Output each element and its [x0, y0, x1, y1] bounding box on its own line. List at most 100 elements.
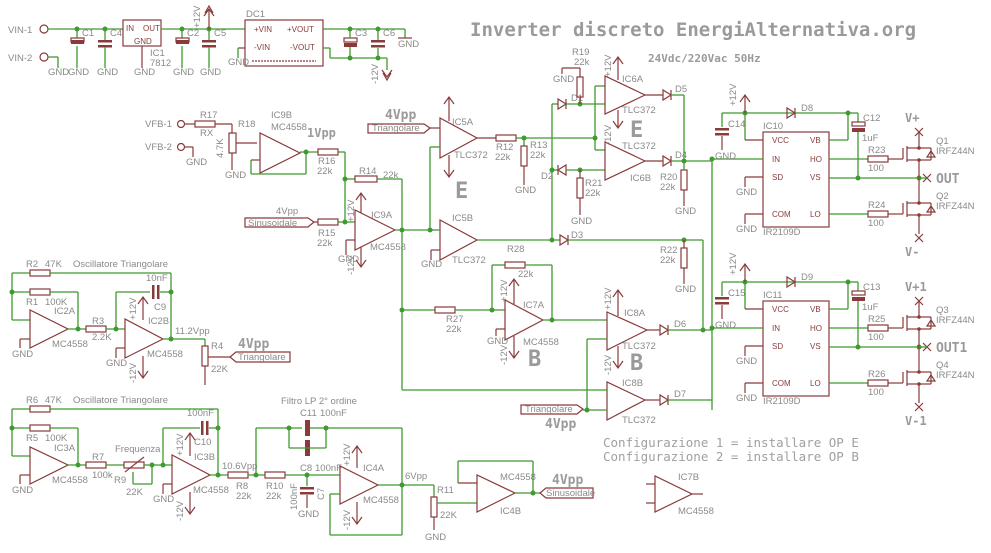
gnd-label: GND [186, 157, 207, 168]
ic8b-label: IC8B [622, 378, 643, 389]
p12-label: +12V [603, 287, 614, 310]
p12-label: +12V [603, 54, 614, 77]
pin-ho: HO [810, 155, 822, 164]
r10-label: R10 [266, 481, 283, 492]
r4-value: 22K [211, 364, 229, 375]
gnd-label: GND [97, 67, 118, 78]
gnd-label: GND [225, 170, 246, 181]
triangolare-out-port [229, 351, 291, 363]
feedback-section: VFB-1 VFB-2 R17 RX GND GND R18 4.7K IC9B… [145, 110, 433, 310]
r16-label: R16 [318, 156, 335, 167]
r11-label: R11 [437, 485, 454, 496]
tri-osc-out-amp: 4Vpp [238, 337, 269, 352]
boot-cap-value: 1uF [862, 302, 879, 313]
r16-value: 22k [317, 166, 333, 177]
ic1-pin-out: OUT [143, 24, 160, 33]
gate-resistor-low-value: 100 [868, 387, 884, 398]
gnd-label: GND [153, 494, 174, 505]
tri-amp-label-2: 4Vpp [545, 417, 576, 432]
ic3b-vout: 10.6Vpp [222, 461, 257, 472]
gnd-label: GND [571, 216, 592, 227]
vin1-label: VIN-1 [8, 25, 32, 36]
bootstrap-diode-label: D9 [801, 272, 813, 283]
mosfet-low-label: Q4 [936, 360, 949, 371]
ic1-pin-in: IN [126, 24, 134, 33]
mosfet-high-type: IRFZ44N [936, 146, 975, 157]
r5-label: R5 [26, 433, 38, 444]
triangle-oscillator: Oscillatore Triangolare R2 47K R1 100K I… [9, 259, 291, 385]
r15-value: 22k [317, 238, 333, 249]
op-b-marker: B [528, 347, 541, 372]
gnd-label: GND [425, 532, 446, 543]
ic4b-label: IC4B [500, 506, 521, 517]
c6-label: C6 [383, 28, 395, 39]
r17-value: RX [200, 128, 214, 139]
d6-label: D6 [674, 319, 686, 330]
pin-in: IN [772, 155, 780, 164]
gnd-label: GND [675, 284, 696, 295]
driver-ic-type: IR2109D [763, 396, 801, 407]
ic9b-amp-label: 1Vpp [307, 126, 336, 140]
r17-label: R17 [200, 110, 217, 121]
r21-value: 22k [585, 188, 601, 199]
ic9a-label: IC9A [371, 210, 393, 221]
r10-value: 22k [266, 491, 282, 502]
ic7a-opamp [504, 299, 545, 341]
ic7a-label: IC7A [523, 300, 545, 311]
r21-label: R21 [585, 178, 602, 189]
sinusoidale-out-port [539, 487, 594, 499]
gnd-label: GND [173, 67, 194, 78]
ic9a-opamp [354, 209, 397, 251]
p12-label: +12V [175, 433, 186, 456]
output-label: OUT1 [936, 341, 967, 356]
r20-value: 22k [660, 182, 676, 193]
r27-label: R27 [446, 314, 463, 325]
ic5b-label: IC5B [452, 213, 473, 224]
c5-label: C5 [214, 28, 226, 39]
p12-label: +12V [499, 279, 510, 302]
ic4a-label: IC4A [363, 463, 385, 474]
supply-positive-label: V+ [905, 111, 919, 125]
c8-value: 100nF [315, 463, 342, 474]
r28-value: 22k [518, 269, 534, 280]
c1-label: C1 [82, 28, 94, 39]
gate-resistor-low-label: R24 [868, 200, 885, 211]
gnd-label: GND [134, 67, 155, 78]
r6-label: R6 [26, 395, 38, 406]
r18-label: R18 [238, 119, 255, 130]
ic1-label: IC1 [150, 48, 165, 59]
gnd-label: GND [298, 509, 319, 520]
r22-value: 22k [660, 255, 676, 266]
p12-label: +12V [342, 443, 353, 466]
dc1-converter [244, 19, 324, 67]
pin-sd: SD [772, 342, 783, 351]
gnd-label: GND [48, 67, 69, 78]
sin-osc-out-amp: 4Vpp [552, 473, 583, 488]
r1-value: 100K [45, 297, 68, 308]
dc1-pin-nvout: -VOUT [290, 43, 315, 52]
vfb2-label: VFB-2 [145, 142, 172, 153]
gnd-label: GND [12, 485, 33, 496]
c7-label: C7 [316, 488, 327, 500]
gnd-label: GND [736, 356, 757, 367]
mosfet-high-type: IRFZ44N [936, 315, 975, 326]
ic3b-type: MC4558 [193, 485, 229, 496]
c4-label: C4 [110, 28, 122, 39]
ic4b-opamp [476, 474, 517, 513]
r8-value: 22k [236, 491, 252, 502]
n12-label: -12V [370, 63, 381, 84]
gate-resistor-high-label: R23 [868, 145, 885, 156]
n12-label: -12V [342, 509, 353, 530]
ic5a-comparator [439, 116, 479, 160]
pin-com: COM [772, 210, 791, 219]
n12-label: -12V [499, 344, 510, 365]
pin-lo: LO [810, 210, 821, 219]
r7-label: R7 [92, 452, 104, 463]
decoupling-cap-label: C14 [728, 119, 745, 130]
ic4a-vout: 6Vpp [405, 471, 427, 482]
gate-resistor-low-value: 100 [868, 218, 884, 229]
config-note-1: Configurazione 1 = installare OP E [603, 435, 859, 450]
c7-value: 100nF [289, 483, 300, 510]
c3-label: C3 [355, 28, 367, 39]
